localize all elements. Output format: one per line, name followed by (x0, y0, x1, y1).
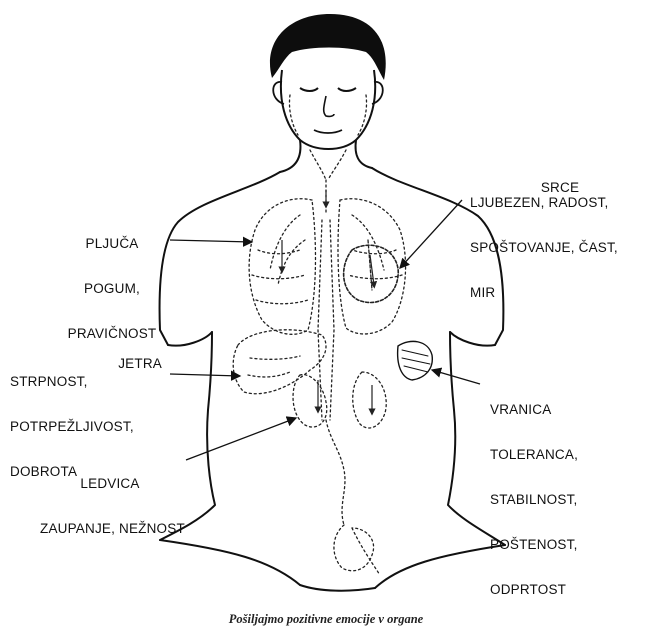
leader-ledvica (186, 418, 296, 460)
body-outline (160, 168, 505, 591)
label-jetra-line-1: STRPNOST, (10, 374, 134, 389)
label-vranica-line-4: ODPRTOST (490, 582, 578, 597)
label-vranica-line-1: TOLERANCA, (490, 447, 578, 462)
label-vranica-line-3: POŠTENOST, (490, 537, 578, 552)
neck (280, 140, 372, 172)
label-pljuca-title: PLJUČA (64, 236, 160, 251)
label-vranica-line-2: STABILNOST, (490, 492, 578, 507)
label-ledvica-line-1: ZAUPANJE, NEŽNOST (40, 521, 180, 536)
label-srce-text: LJUBEZEN, RADOST, SPOŠTOVANJE, ČAST, MIR (470, 165, 618, 315)
leader-srce (400, 200, 462, 268)
hair (270, 14, 386, 80)
head (270, 14, 386, 149)
organ-illustration (233, 95, 432, 575)
leader-lines (170, 200, 480, 460)
figure-caption: Pošiljajmo pozitivne emocije v organe (0, 612, 652, 627)
label-srce-line-1: LJUBEZEN, RADOST, (470, 195, 618, 210)
label-vranica: VRANICA TOLERANCA, STABILNOST, POŠTENOST… (490, 372, 578, 612)
liver (233, 330, 326, 394)
leader-pljuca (170, 240, 252, 242)
leader-vranica (432, 370, 480, 384)
label-ledvica-title: LEDVICA (40, 476, 180, 491)
kidney-right (353, 372, 386, 428)
label-ledvica: LEDVICA ZAUPANJE, NEŽNOST (40, 446, 180, 551)
label-srce-line-2: SPOŠTOVANJE, ČAST, (470, 240, 618, 255)
face (281, 70, 375, 149)
label-jetra-line-2: POTRPEŽLJIVOST, (10, 419, 134, 434)
label-vranica-title: VRANICA (490, 402, 578, 417)
label-srce-line-3: MIR (470, 285, 618, 300)
label-pljuca-line-1: POGUM, (64, 281, 160, 296)
leader-jetra (170, 374, 240, 376)
